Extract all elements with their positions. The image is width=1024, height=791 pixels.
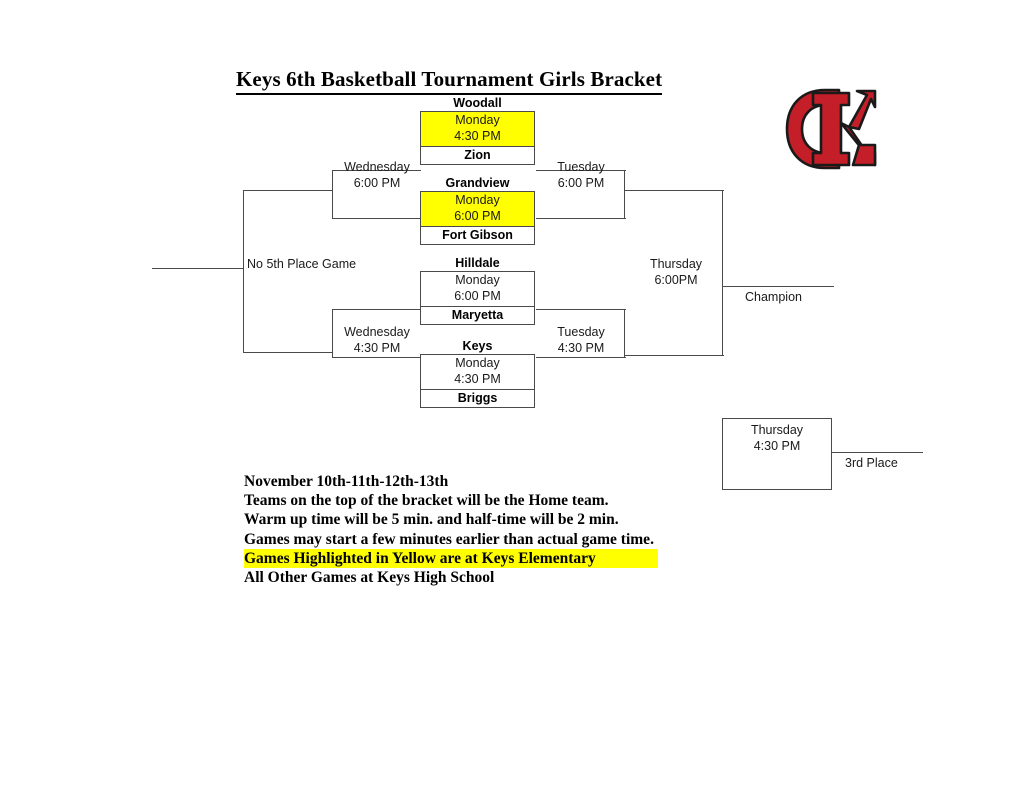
cons-lower-time: 4:30 PM xyxy=(353,341,401,355)
final-bottom-line xyxy=(624,355,724,356)
third-place-time-cell: Thursday 4:30 PM xyxy=(723,419,831,454)
note-line-4: Games may start a few minutes earlier th… xyxy=(244,530,654,548)
notes-block: November 10th-11th-12th-13th Teams on th… xyxy=(244,472,658,587)
cons-lower-label: Wednesday 4:30 PM xyxy=(332,324,422,356)
qf-3-top-team: Hilldale xyxy=(455,256,500,270)
qf-1-game-box[interactable]: Monday 4:30 PM Zion xyxy=(420,111,535,165)
sf-upper-right-line xyxy=(624,170,625,219)
cons-lower-top-line xyxy=(332,309,421,310)
third-place-label: 3rd Place xyxy=(845,456,898,470)
qf-4-time-cell: Monday 4:30 PM xyxy=(421,355,534,389)
qf-2-game-box[interactable]: Monday 6:00 PM Fort Gibson xyxy=(420,191,535,245)
kc-logo xyxy=(779,83,879,175)
final-time: 6:00PM xyxy=(654,273,698,287)
cons-lower-bottom-line xyxy=(332,357,421,358)
fifth-top-line xyxy=(243,190,333,191)
qf-4-day: Monday xyxy=(455,356,500,370)
champion-out-line xyxy=(722,286,834,287)
cons-upper-day: Wednesday xyxy=(344,160,410,174)
cons-upper-left-line xyxy=(332,170,333,219)
champion-label: Champion xyxy=(745,290,802,304)
fifth-bottom-line xyxy=(243,352,333,353)
sf-lower-label: Tuesday 4:30 PM xyxy=(536,324,626,356)
cons-upper-bottom-line xyxy=(332,218,421,219)
qf-3-time: 6:00 PM xyxy=(454,288,501,303)
fifth-out-line xyxy=(152,268,244,269)
qf-4-game-box[interactable]: Monday 4:30 PM Briggs xyxy=(420,354,535,408)
qf-3-game-box[interactable]: Monday 6:00 PM Maryetta xyxy=(420,271,535,325)
qf-3-day: Monday xyxy=(455,273,500,287)
final-label: Thursday 6:00PM xyxy=(631,256,721,288)
sf-lower-bottom-line xyxy=(536,357,626,358)
qf-2-day: Monday xyxy=(455,193,500,207)
note-line-6: All Other Games at Keys High School xyxy=(244,569,495,587)
page-title: Keys 6th Basketball Tournament Girls Bra… xyxy=(236,67,663,95)
note-line-3: Warm up time will be 5 min. and half-tim… xyxy=(244,511,619,529)
qf-4-top-team: Keys xyxy=(462,339,493,353)
final-right-line xyxy=(722,190,723,356)
final-top-line xyxy=(624,190,724,191)
no-fifth-place-label: No 5th Place Game xyxy=(247,257,357,271)
sf-lower-top-line xyxy=(536,309,626,310)
cons-upper-time: 6:00 PM xyxy=(353,176,401,190)
third-place-out-line xyxy=(831,452,923,453)
sf-lower-day: Tuesday xyxy=(557,325,605,339)
qf-1-top-team: Woodall xyxy=(453,96,502,110)
sf-upper-bottom-line xyxy=(536,218,626,219)
third-place-box[interactable]: Thursday 4:30 PM xyxy=(722,418,832,490)
cons-lower-left-line xyxy=(332,309,333,358)
qf-1-day: Monday xyxy=(455,113,500,127)
final-day: Thursday xyxy=(649,257,703,271)
qf-1-bottom-team: Zion xyxy=(421,146,534,164)
qf-2-top-team: Grandview xyxy=(445,176,510,190)
third-place-time: 4:30 PM xyxy=(753,439,801,453)
qf-4-bottom-team: Briggs xyxy=(421,389,534,407)
kc-logo-icon xyxy=(785,88,877,170)
note-line-2: Teams on the top of the bracket will be … xyxy=(244,492,609,510)
qf-1-time: 4:30 PM xyxy=(454,128,501,143)
sf-lower-right-line xyxy=(624,309,625,358)
qf-2-time-cell: Monday 6:00 PM xyxy=(421,192,534,226)
qf-1-time-cell: Monday 4:30 PM xyxy=(421,112,534,146)
cons-upper-label: Wednesday 6:00 PM xyxy=(332,159,422,191)
sf-upper-day: Tuesday xyxy=(557,160,605,174)
sf-upper-label: Tuesday 6:00 PM xyxy=(536,159,626,191)
qf-3-bottom-team: Maryetta xyxy=(421,306,534,324)
note-line-5-highlighted: Games Highlighted in Yellow are at Keys … xyxy=(244,548,658,569)
sf-lower-time: 4:30 PM xyxy=(557,341,605,355)
note-line-1: November 10th-11th-12th-13th xyxy=(244,473,449,490)
qf-4-time: 4:30 PM xyxy=(454,371,501,386)
cons-upper-top-line xyxy=(332,170,421,171)
cons-lower-day: Wednesday xyxy=(344,325,410,339)
third-place-day: Thursday xyxy=(750,423,804,437)
qf-3-time-cell: Monday 6:00 PM xyxy=(421,272,534,306)
qf-2-time: 6:00 PM xyxy=(454,208,501,223)
qf-2-bottom-team: Fort Gibson xyxy=(421,226,534,244)
sf-upper-top-line xyxy=(536,170,626,171)
sf-upper-time: 6:00 PM xyxy=(557,176,605,190)
fifth-left-line xyxy=(243,190,244,353)
